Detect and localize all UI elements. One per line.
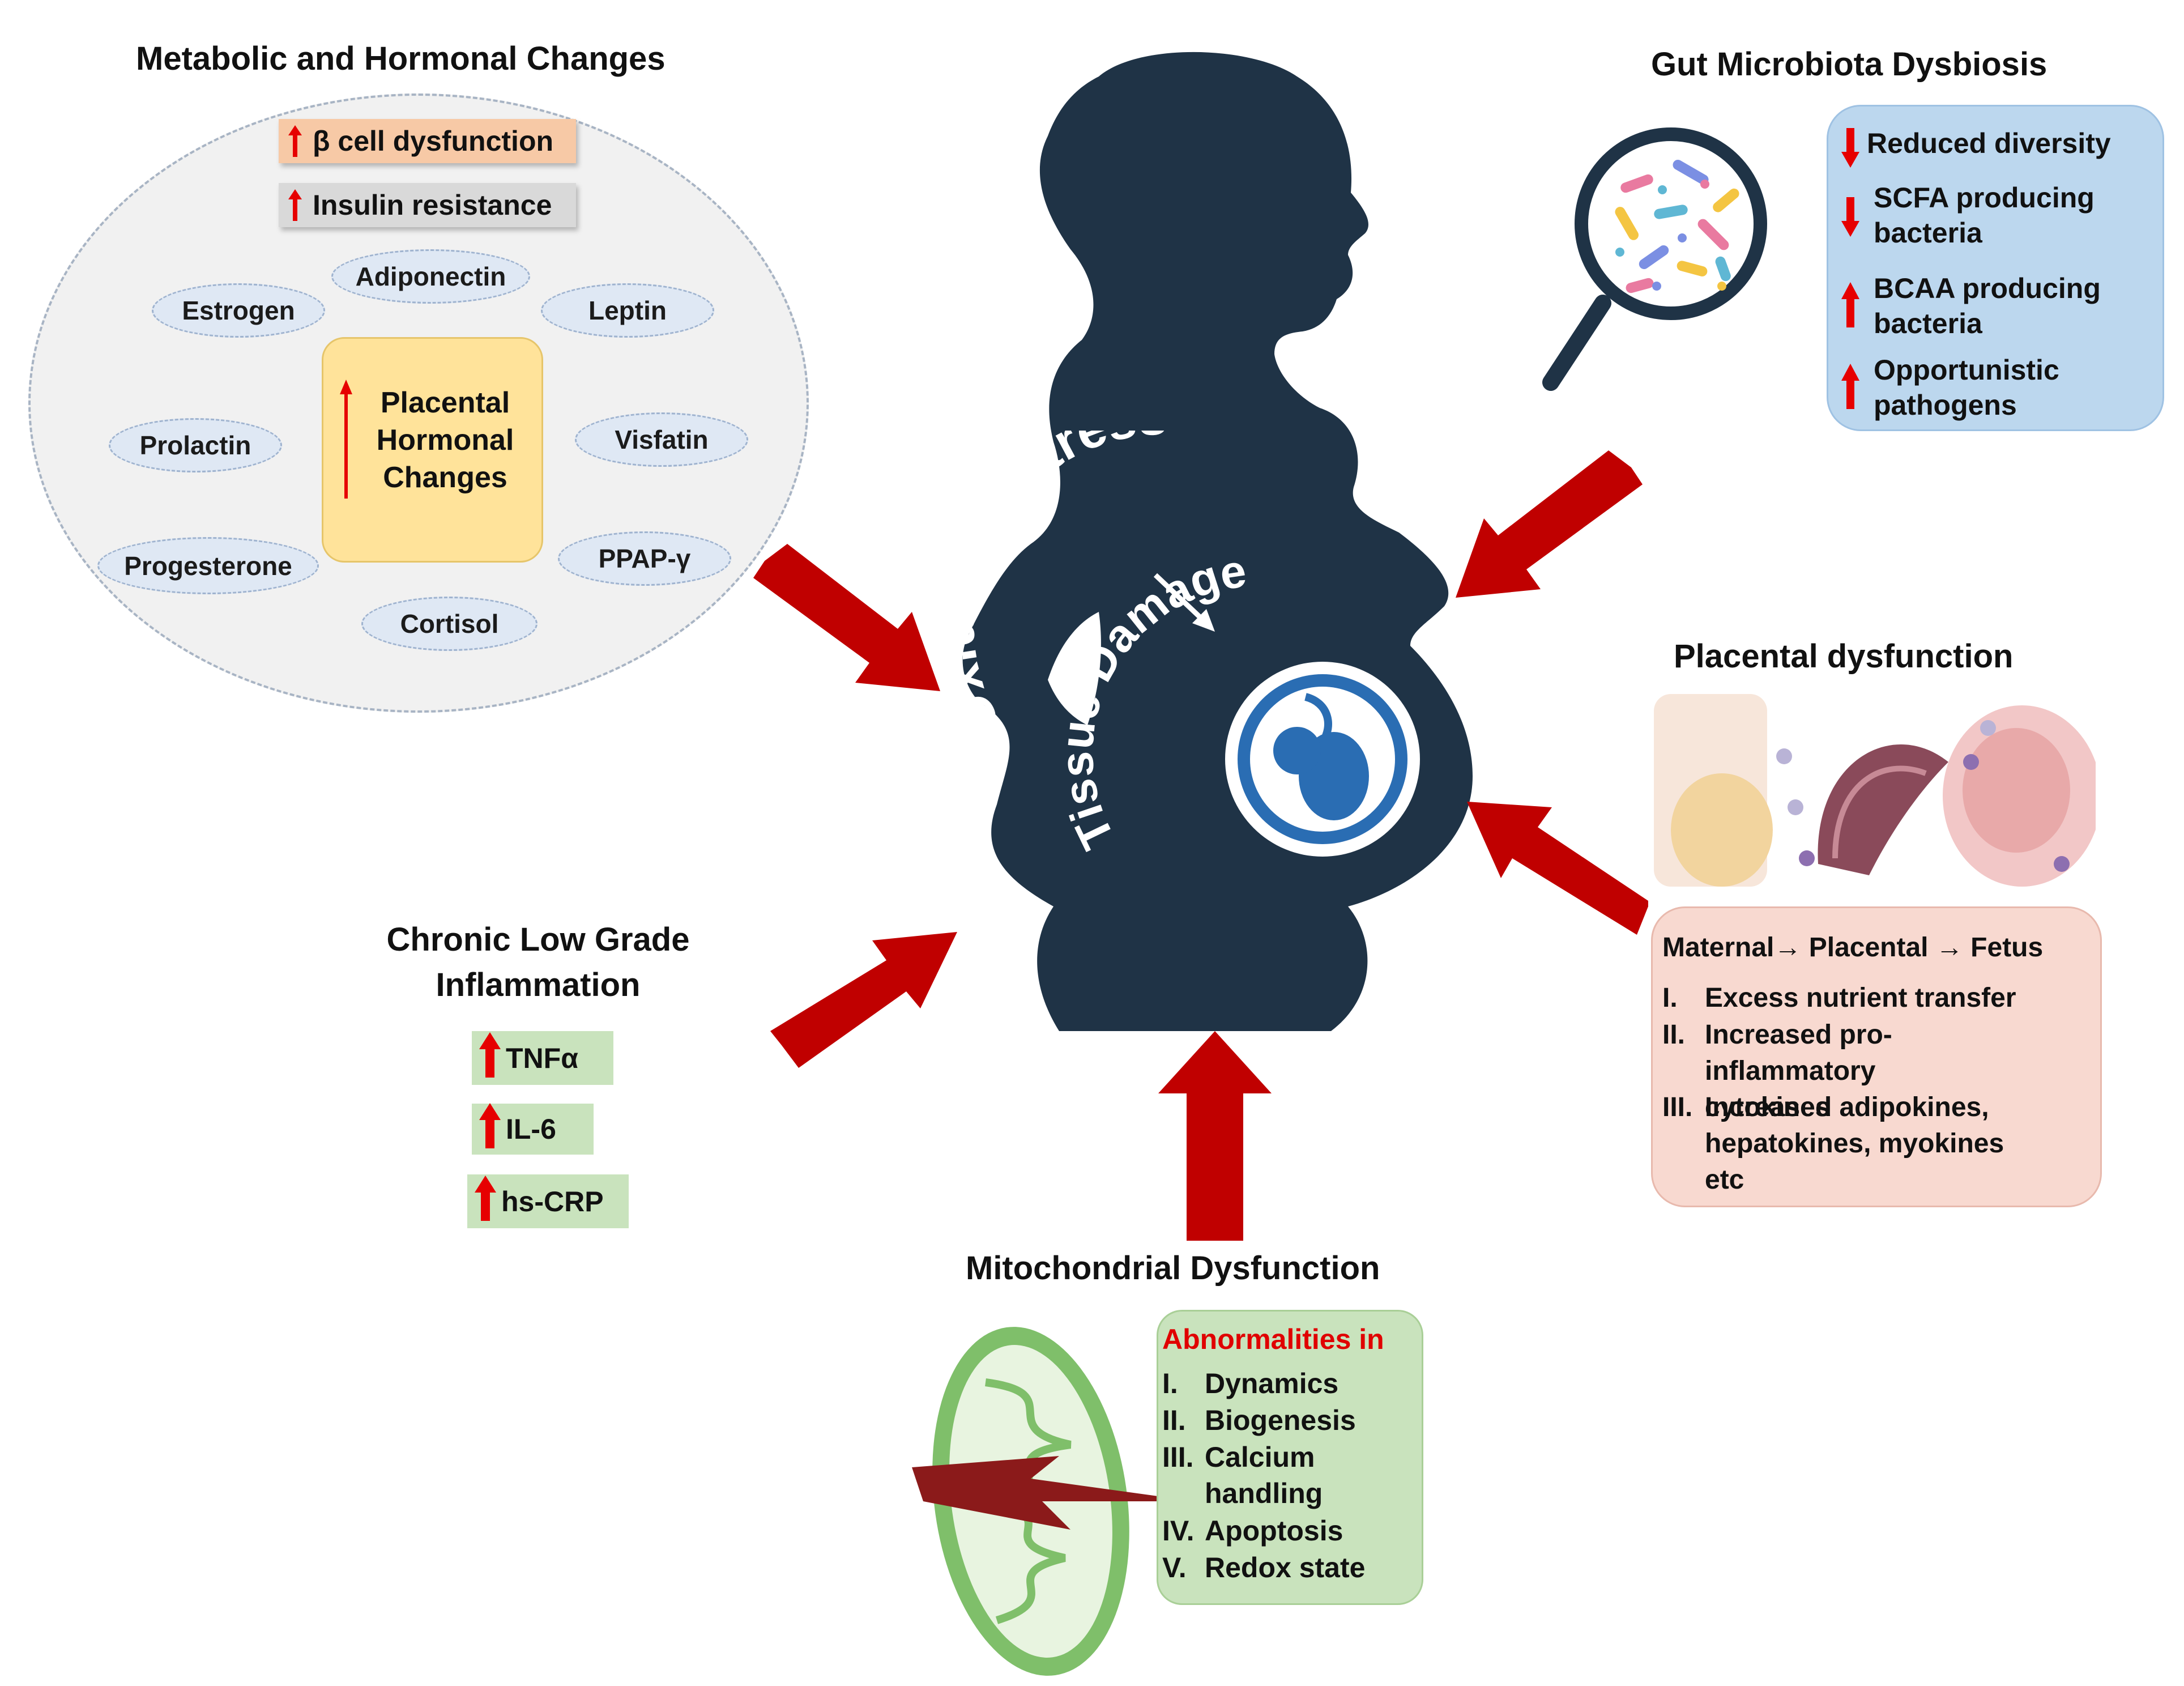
arrow-gut [1450, 450, 1643, 606]
placental-hormonal-label: Placental Hormonal Changes [376, 386, 514, 494]
beta-cell-tag: β cell dysfunction [279, 119, 576, 163]
mito-item: II. Biogenesis [1162, 1402, 1411, 1438]
tissue-damage-label: Tissue Damage [1051, 545, 1250, 857]
center-text: Oxidative Stress Tissue Damage [927, 388, 1473, 875]
mito-item: V. Redox state [1162, 1549, 1411, 1586]
marker-label: hs-CRP [501, 1185, 604, 1217]
down-arrow-icon [1841, 126, 1867, 176]
magnifier-icon [1541, 116, 1778, 402]
mito-heading: Abnormalities in [1162, 1323, 1384, 1355]
placenta-illustration [1654, 694, 2101, 895]
inflammation-title-line2: Inflammation [436, 967, 641, 1003]
up-arrow-icon [479, 1032, 501, 1084]
hormone-leptin: Leptin [541, 283, 714, 338]
gut-item-label: SCFA producing bacteria [1874, 182, 2095, 249]
placental-item-num: III. [1662, 1092, 1693, 1122]
mito-item-label: Calcium handling [1205, 1441, 1323, 1509]
up-arrow-icon [479, 1103, 501, 1155]
mito-item-label: Dynamics [1205, 1368, 1339, 1399]
hormone-cortisol: Cortisol [361, 597, 538, 651]
placental-item-label: Increased pro-inflammatory cytokines [1705, 1020, 1892, 1122]
hormone-estrogen: Estrogen [152, 283, 325, 338]
arrow-inflammation [770, 926, 963, 1082]
mito-item-num: II. [1162, 1404, 1186, 1436]
svg-text:Tissue Damage: Tissue Damage [1051, 545, 1250, 857]
mitochondrion-icon [901, 1314, 1195, 1685]
mito-item-num: IV. [1162, 1515, 1195, 1547]
down-arrow-icon [1841, 180, 1874, 250]
placental-item-label: Increased adipokines, hepatokines, myoki… [1705, 1092, 2004, 1195]
mito-title: Mitochondrial Dysfunction [966, 1250, 1380, 1287]
hormone-visfatin: Visfatin [575, 412, 748, 467]
arrow-metabolic [753, 544, 946, 700]
gut-item-label: Opportunistic pathogens [1874, 354, 2059, 421]
marker-label: IL-6 [506, 1113, 556, 1145]
gut-item: Reduced diversity [1841, 126, 2158, 176]
mito-item-label: Redox state [1205, 1552, 1366, 1583]
up-arrow-icon [1841, 271, 1874, 341]
placental-item: II. Increased pro-inflammatory cytokines [1662, 1017, 1957, 1126]
marker-hscrp: hs-CRP [467, 1174, 629, 1228]
placental-item-label: Excess nutrient transfer [1705, 983, 2016, 1013]
mito-item-num: I. [1162, 1368, 1178, 1399]
placental-box [1651, 906, 2102, 1207]
inflammation-title-line1: Chronic Low Grade [386, 921, 690, 958]
metabolic-title: Metabolic and Hormonal Changes [136, 40, 666, 77]
up-arrow-icon [1841, 352, 1874, 423]
marker-il6: IL-6 [472, 1103, 594, 1155]
arrow-placental [1461, 802, 1648, 940]
mito-item: III. Calcium handling [1162, 1439, 1355, 1512]
hormone-prolactin: Prolactin [109, 418, 282, 472]
arrow-mito [1158, 1031, 1272, 1244]
mito-item: I. Dynamics [1162, 1365, 1411, 1402]
gut-item: BCAA producing bacteria [1841, 271, 2147, 341]
placental-item-num: I. [1662, 983, 1678, 1013]
up-arrow-icon [287, 124, 304, 158]
placental-item-num: II. [1662, 1020, 1686, 1050]
insulin-resistance-tag: Insulin resistance [279, 183, 576, 227]
placental-title: Placental dysfunction [1674, 638, 2014, 675]
up-arrow-icon [287, 188, 304, 222]
fetus-icon [1221, 657, 1424, 864]
gut-item-label: Reduced diversity [1867, 127, 2111, 159]
hormone-adiponectin: Adiponectin [331, 249, 530, 304]
gut-item-label: BCAA producing bacteria [1874, 273, 2101, 339]
hormone-ppap-gamma: PPAP-γ [558, 531, 731, 586]
gut-title: Gut Microbiota Dysbiosis [1651, 46, 2048, 83]
insulin-resistance-label: Insulin resistance [313, 189, 552, 221]
mito-item-num: III. [1162, 1441, 1194, 1473]
placental-item: I. Excess nutrient transfer [1662, 980, 2093, 1016]
mito-box [1157, 1310, 1423, 1605]
up-arrow-icon [339, 380, 353, 501]
up-arrow-icon [474, 1175, 497, 1228]
mito-item-label: Apoptosis [1205, 1515, 1343, 1547]
gut-item: SCFA producing bacteria [1841, 180, 2147, 250]
marker-tnfa: TNFα [472, 1031, 613, 1085]
hormone-progesterone: Progesterone [97, 537, 319, 594]
gut-box [1827, 105, 2164, 431]
placental-hormonal-box: Placental Hormonal Changes [322, 337, 543, 563]
placental-flow: Maternal→ Placental → Fetus [1662, 933, 2044, 963]
gut-item: Opportunistic pathogens [1841, 352, 2147, 423]
mito-item: IV. Apoptosis [1162, 1513, 1411, 1549]
mito-item-label: Biogenesis [1205, 1404, 1356, 1436]
marker-label: TNFα [506, 1042, 578, 1074]
beta-cell-label: β cell dysfunction [313, 125, 554, 157]
mito-item-num: V. [1162, 1552, 1187, 1583]
placental-item: III. Increased adipokines, hepatokines, … [1662, 1089, 2036, 1198]
